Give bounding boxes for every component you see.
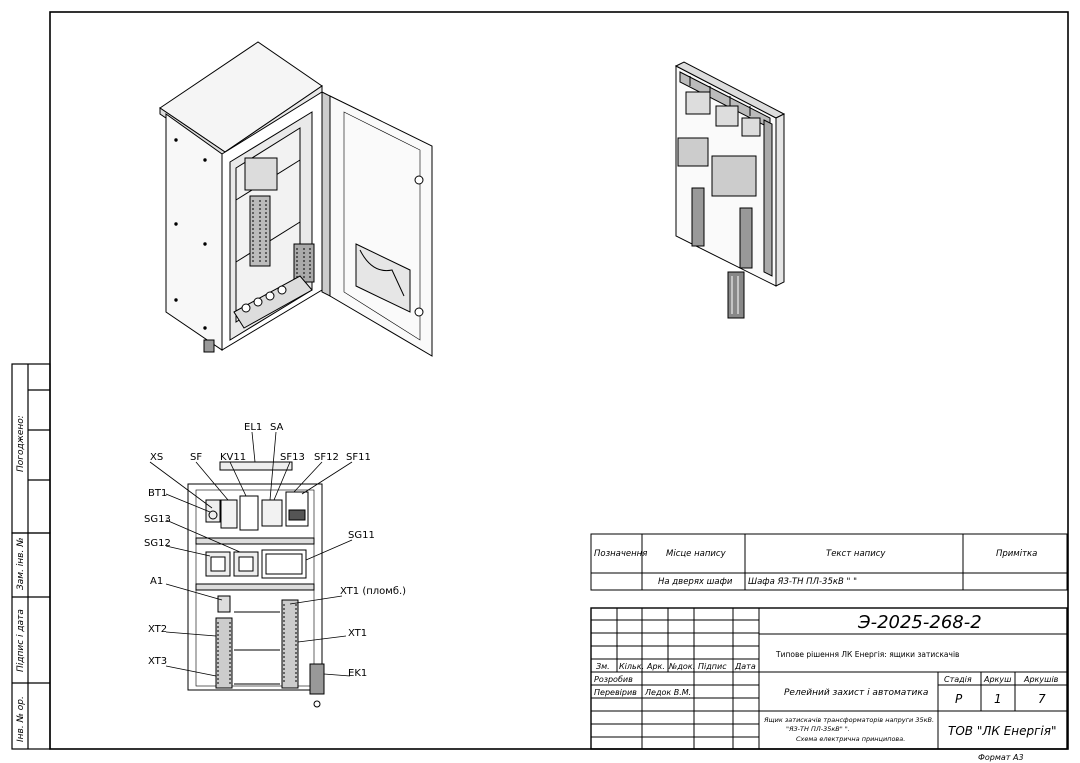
company-name: ТОВ "ЛК Енергія" xyxy=(948,724,1057,738)
col-header-docno: №док. xyxy=(668,662,695,671)
stage-label: Стадія xyxy=(944,675,972,684)
mounting-plate-isometric-view xyxy=(674,61,786,319)
label-sg13: SG13 xyxy=(144,514,171,525)
project-title: Типове рішення ЛК Енергія: ящики затиска… xyxy=(775,650,959,659)
inscr-header-text: Текст напису xyxy=(826,549,886,559)
col-header-change: Зм. xyxy=(596,662,610,671)
inv-replaced-label: Зам. інв. № xyxy=(16,537,26,590)
cabinet-isometric-view xyxy=(159,41,433,357)
name-checked: Ледок В.М. xyxy=(644,688,691,697)
inv-orig-label: Інв. № ор. xyxy=(16,696,26,742)
description-line-3: Схема електрична принципова. xyxy=(796,735,905,743)
sign-date-label: Підпис і дата xyxy=(16,609,26,672)
approved-label: Погоджено: xyxy=(16,415,26,472)
label-xt3: XT3 xyxy=(148,656,167,667)
section-title: Релейний захист і автоматика xyxy=(784,688,928,698)
leader-lines xyxy=(149,431,353,677)
label-el1: EL1 xyxy=(244,422,262,433)
label-xt2: XT2 xyxy=(148,624,167,635)
label-sg12: SG12 xyxy=(144,538,171,549)
inscr-header-designation: Позначення xyxy=(594,549,647,559)
label-xs: XS xyxy=(150,452,163,463)
label-sf11: SF11 xyxy=(346,452,371,463)
col-header-date: Дата xyxy=(734,662,756,671)
sheets-value: 7 xyxy=(1038,692,1046,706)
label-ek1: EK1 xyxy=(348,668,367,679)
label-a1: A1 xyxy=(150,576,163,587)
sheet-value: 1 xyxy=(994,692,1002,706)
sheet-label: Аркуш xyxy=(983,675,1012,684)
sheets-label: Аркушів xyxy=(1023,675,1059,684)
label-xt1: XT1 xyxy=(348,628,367,639)
label-sf13: SF13 xyxy=(280,452,305,463)
col-header-qty: Кільк. xyxy=(619,662,644,671)
label-bt1: BT1 xyxy=(148,488,167,499)
label-sf12: SF12 xyxy=(314,452,339,463)
description-line-1: Ящик затискачів трансформаторів напруги … xyxy=(763,716,934,724)
front-layout-view xyxy=(187,461,325,708)
label-kv11: KV11 xyxy=(220,452,246,463)
col-header-signature: Підпис xyxy=(698,662,727,671)
label-sg11: SG11 xyxy=(348,530,375,541)
doc-code: Э-2025-268-2 xyxy=(857,612,982,633)
inscriptions-table xyxy=(590,533,1068,591)
label-sa: SA xyxy=(270,422,284,433)
inscr-header-place: Місце напису xyxy=(666,549,727,559)
label-xt1-seal: XT1 (пломб.) xyxy=(340,586,406,597)
label-sf: SF xyxy=(190,452,202,463)
role-developed: Розробив xyxy=(594,675,633,684)
format-label: Формат А3 xyxy=(978,753,1024,762)
inscr-row-text: Шафа ЯЗ-ТН ПЛ-35кВ " " xyxy=(748,577,857,587)
description-line-2: "ЯЗ-ТН ПЛ-35кВ" ". xyxy=(786,725,850,733)
inscr-header-note: Примітка xyxy=(996,549,1037,559)
side-stamp xyxy=(11,363,51,750)
inscr-row-place: На дверях шафи xyxy=(658,577,733,587)
title-block xyxy=(590,607,1068,750)
role-checked: Перевірив xyxy=(594,688,637,697)
stage-value: Р xyxy=(955,692,963,706)
col-header-sheet: Арк. xyxy=(646,662,665,671)
